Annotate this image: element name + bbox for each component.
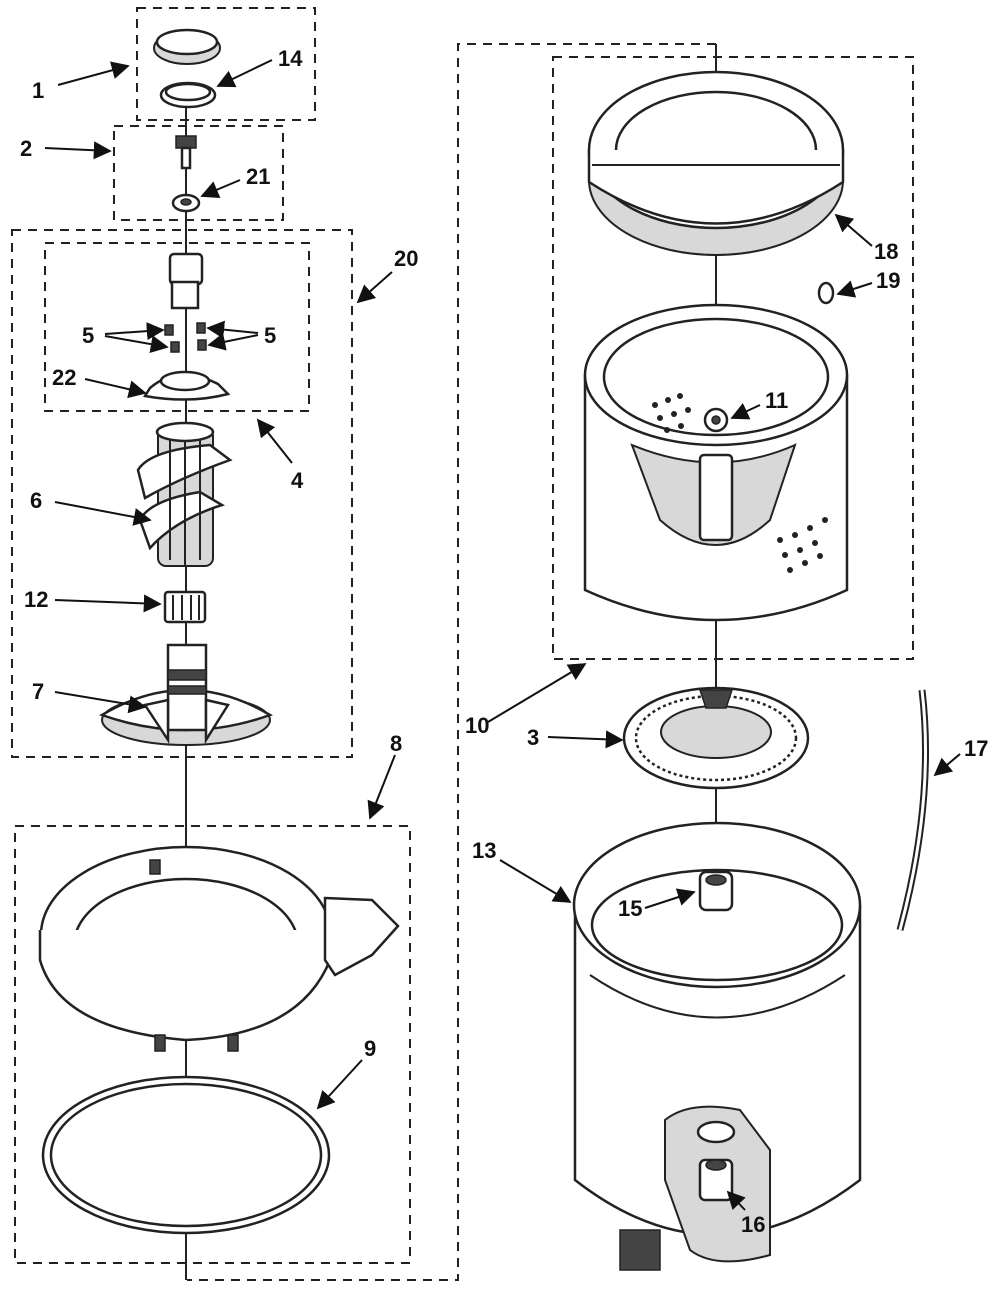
callout-20: 20 <box>394 246 418 271</box>
callout-6: 6 <box>30 488 42 513</box>
callout-14: 14 <box>278 46 303 71</box>
callout-16: 16 <box>741 1212 765 1237</box>
callout-11: 11 <box>765 388 788 413</box>
group-box-2 <box>113 125 284 221</box>
part-drain-fitting <box>696 1120 736 1202</box>
part-outer-tub <box>572 821 862 1271</box>
part-spin-basket <box>583 303 849 622</box>
part-drive-hub <box>622 686 810 790</box>
callout-8: 8 <box>390 731 402 756</box>
part-cap <box>153 28 221 65</box>
callout-3: 3 <box>527 725 539 750</box>
callout-4: 4 <box>291 468 304 493</box>
part-basket-nut <box>703 407 729 433</box>
part-nut <box>171 193 201 213</box>
callout-5-right: 5 <box>264 323 276 348</box>
callout-9: 9 <box>364 1036 376 1061</box>
part-seal <box>698 870 734 912</box>
group-box-10 <box>552 56 914 660</box>
part-dog-ring <box>142 370 231 401</box>
part-balance-ring <box>587 70 845 256</box>
callout-17: 17 <box>964 736 988 761</box>
callout-5-left: 5 <box>82 323 94 348</box>
part-dogs <box>164 322 207 353</box>
connector-line <box>187 43 716 1281</box>
part-clip <box>817 281 835 305</box>
part-ring <box>159 81 217 109</box>
callout-1: 1 <box>32 78 44 103</box>
part-hose <box>896 689 929 931</box>
callout-arrows <box>44 59 961 1211</box>
callout-10: 10 <box>465 713 489 738</box>
callout-12: 12 <box>24 587 48 612</box>
part-agitator-base <box>99 643 273 746</box>
part-tub-ring <box>38 845 400 1052</box>
callout-2: 2 <box>20 136 32 161</box>
basket-holes-left <box>652 393 691 433</box>
part-bolt <box>175 135 197 170</box>
part-cam <box>168 252 204 310</box>
callout-19: 19 <box>876 268 900 293</box>
basket-holes-right <box>777 517 828 573</box>
callout-18: 18 <box>874 239 898 264</box>
group-box-1 <box>136 7 316 121</box>
part-gasket <box>41 1075 331 1235</box>
part-auger <box>136 421 233 567</box>
callout-21: 21 <box>246 164 270 189</box>
callout-15: 15 <box>618 896 642 921</box>
group-box-4 <box>44 242 310 412</box>
callout-7: 7 <box>32 679 44 704</box>
part-bearing <box>163 590 207 624</box>
group-box-8 <box>14 825 411 1264</box>
callout-22: 22 <box>52 365 76 390</box>
callout-13: 13 <box>472 838 496 863</box>
